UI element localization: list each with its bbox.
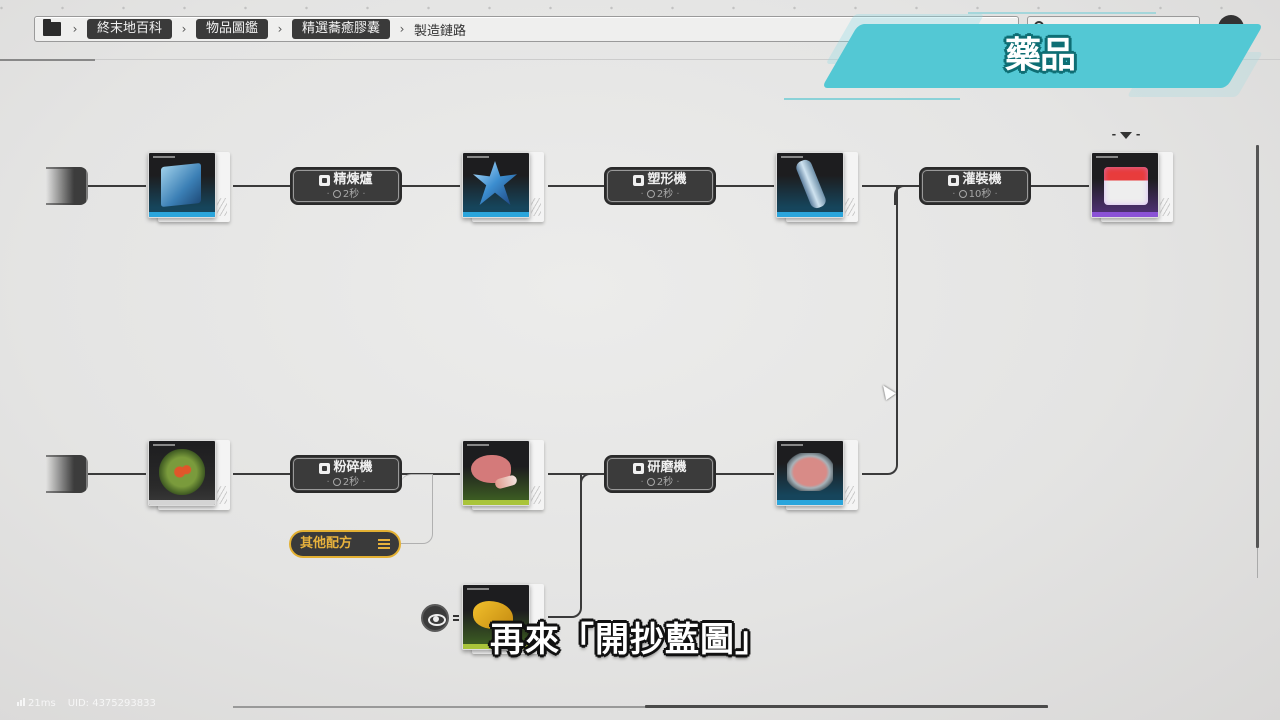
machine-name: 研磨機 — [647, 460, 687, 475]
upstream-node-stub[interactable] — [46, 455, 88, 493]
item-card-yellow-ore[interactable] — [462, 584, 544, 654]
chevron-right-icon: › — [399, 22, 405, 36]
clock-icon — [958, 190, 967, 198]
item-card-plant-powder[interactable] — [462, 440, 544, 510]
list-icon — [378, 539, 390, 549]
breadcrumb-current: 製造鏈路 — [414, 23, 467, 39]
yellow-ore-icon — [473, 601, 513, 629]
breadcrumb-item-catalog[interactable]: 物品圖鑑 — [196, 19, 269, 39]
other-recipes-button[interactable]: 其他配方 — [289, 530, 401, 558]
connector — [716, 185, 774, 187]
breadcrumb-item-wiki[interactable]: 終末地百科 — [87, 19, 173, 39]
item-card-crystal-bottle[interactable] — [776, 152, 858, 222]
banner-decoration — [784, 98, 960, 100]
breadcrumb-item-capsule[interactable]: 精選蕎癒膠囊 — [292, 19, 391, 39]
folder-icon[interactable] — [43, 19, 61, 36]
connector — [233, 473, 291, 475]
connector — [716, 473, 774, 475]
chevron-right-icon: › — [277, 22, 283, 36]
machine-name: 精煉爐 — [333, 172, 373, 187]
grinder-icon — [633, 462, 645, 474]
connector — [894, 185, 920, 205]
top-decoration-dots — [0, 6, 1280, 10]
video-subtitle: 再來「開抄藍圖」 — [490, 620, 770, 660]
connector — [1031, 185, 1089, 187]
machine-node-crusher[interactable]: 粉碎機 · 2秒 · — [290, 455, 402, 493]
clock-icon — [332, 478, 341, 486]
divider — [0, 59, 95, 61]
blue-cube-icon — [161, 162, 201, 208]
machine-name: 粉碎機 — [333, 460, 373, 475]
crystal-star-icon — [473, 161, 517, 205]
vertical-scroll-track — [1257, 548, 1258, 578]
chevron-right-icon: › — [72, 22, 78, 36]
eye-icon[interactable] — [421, 604, 449, 632]
machine-node-filler[interactable]: 灌裝機 · 10秒 · — [919, 167, 1031, 205]
machine-time: 10秒 — [968, 189, 992, 200]
other-recipes-label: 其他配方 — [300, 536, 353, 551]
machine-node-shaper[interactable]: 塑形機 · 2秒 · — [604, 167, 716, 205]
connector-port — [453, 615, 459, 621]
connector — [580, 473, 606, 493]
item-card-capsule-pack[interactable] — [1091, 152, 1173, 222]
horizontal-scrollbar[interactable] — [645, 705, 1048, 708]
machine-time: 2秒 — [656, 189, 674, 200]
connector — [878, 185, 898, 475]
connector — [862, 473, 880, 475]
clock-icon — [646, 190, 655, 198]
clock-icon — [332, 190, 341, 198]
machine-time: 2秒 — [342, 189, 360, 200]
connector — [88, 185, 146, 187]
berry-bush-icon — [159, 449, 205, 495]
connector — [88, 473, 146, 475]
connector — [233, 185, 291, 187]
item-card-ground-dish[interactable] — [776, 440, 858, 510]
signal-icon — [17, 698, 25, 706]
bottle-icon — [794, 157, 828, 211]
item-card-berry-bush[interactable] — [148, 440, 230, 510]
upstream-node-stub[interactable] — [46, 167, 88, 205]
dish-icon — [787, 453, 833, 491]
status-bar: 21ms UID: 4375293833 — [17, 698, 156, 709]
chevron-down-icon — [1120, 132, 1132, 139]
vertical-scrollbar[interactable] — [1256, 145, 1259, 548]
machine-name: 灌裝機 — [962, 172, 1002, 187]
uid-label: UID: 4375293833 — [67, 698, 156, 709]
connector — [548, 473, 582, 618]
chevron-right-icon: › — [181, 22, 187, 36]
refinery-icon — [319, 174, 331, 186]
divider — [95, 59, 1280, 60]
collapse-toggle[interactable]: - - — [1111, 128, 1141, 141]
horizontal-scroll-track — [233, 706, 1048, 708]
machine-node-refinery[interactable]: 精煉爐 · 2秒 · — [290, 167, 402, 205]
clock-icon — [646, 478, 655, 486]
connector-alt-recipe — [401, 474, 433, 544]
machine-time: 2秒 — [656, 477, 674, 488]
item-card-blue-block[interactable] — [148, 152, 230, 222]
machine-time: 2秒 — [342, 477, 360, 488]
banner-decoration — [968, 12, 1156, 14]
connector — [402, 185, 460, 187]
filler-icon — [948, 174, 960, 186]
connector — [548, 185, 606, 187]
ping-value: 21ms — [28, 698, 56, 709]
machine-node-grinder[interactable]: 研磨機 · 2秒 · — [604, 455, 716, 493]
category-banner-label: 藥品 — [1004, 35, 1076, 76]
capsule-pack-icon — [1104, 167, 1148, 205]
machine-name: 塑形機 — [647, 172, 687, 187]
shaper-icon — [633, 174, 645, 186]
crusher-icon — [319, 462, 331, 474]
item-card-crystal-shard[interactable] — [462, 152, 544, 222]
